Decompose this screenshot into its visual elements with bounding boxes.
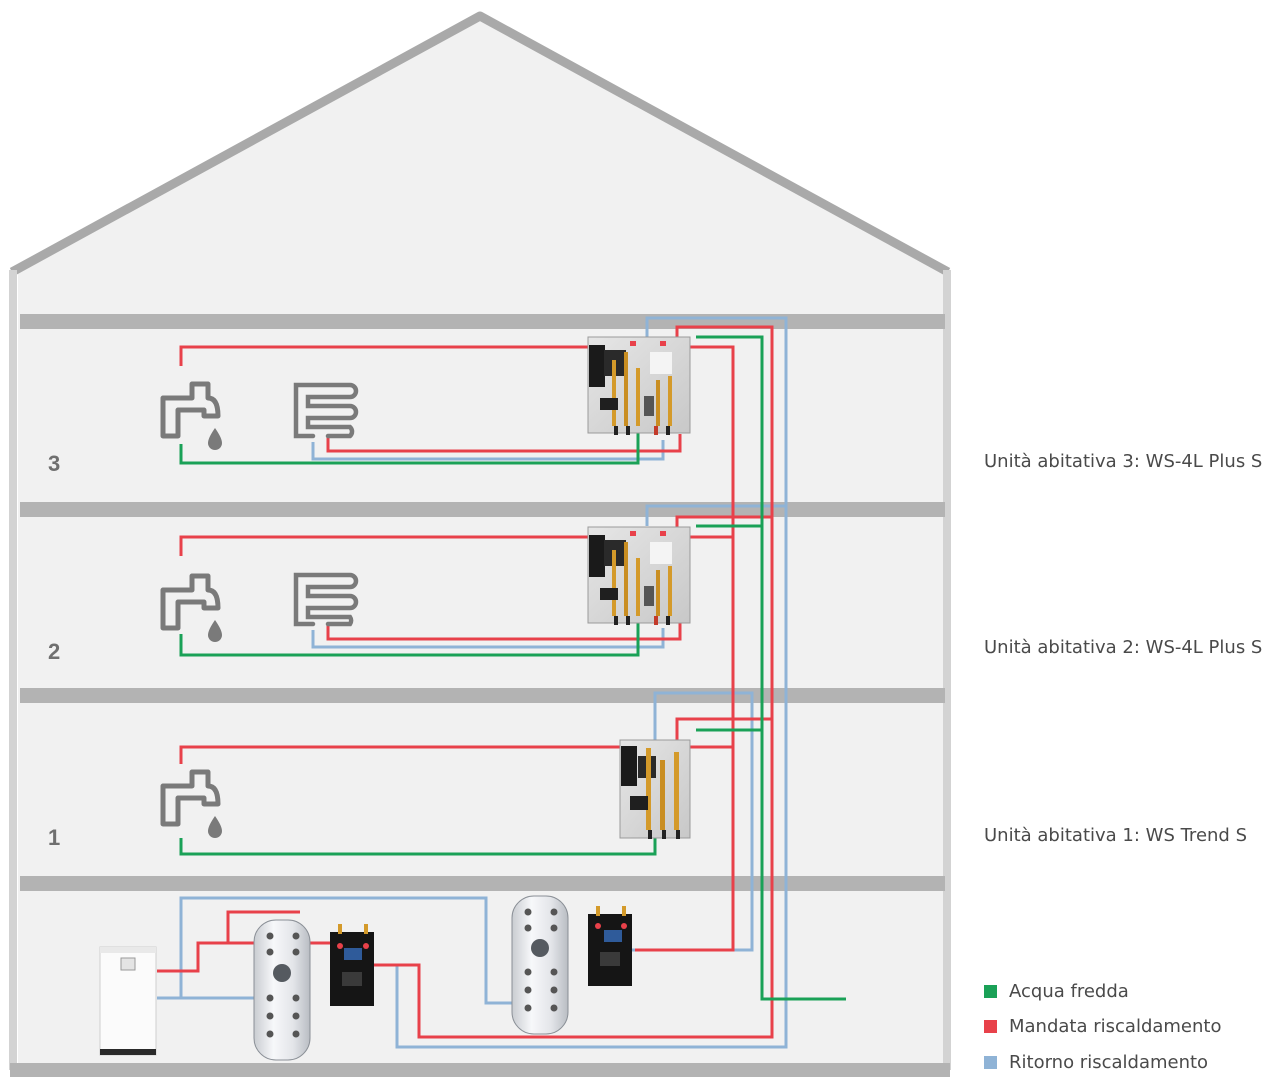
tap-with-drop-icon: [160, 573, 222, 642]
legend-label: Acqua fredda: [1009, 981, 1129, 1002]
unit-label-1: Unità abitativa 1: WS Trend S: [984, 825, 1247, 846]
unit-label-2: Unità abitativa 2: WS-4L Plus S: [984, 637, 1263, 658]
floor-number-2: 2: [48, 639, 60, 664]
house-outline: [9, 11, 951, 1077]
legend-item-heating-return: Ritorno riscaldamento: [984, 1052, 1208, 1073]
buffer-tank-icon: [253, 919, 311, 1061]
heat-pump-icon: [99, 946, 157, 1056]
heating-supply-pipes: [157, 325, 774, 1039]
cold-water-pipes: [179, 335, 846, 1001]
apartment-station-icon: [587, 336, 691, 435]
legend-swatch-blue: [984, 1056, 997, 1069]
legend-swatch-red: [984, 1020, 997, 1033]
radiator-coil-icon: [293, 572, 359, 627]
legend-label: Mandata riscaldamento: [1009, 1016, 1222, 1037]
floor-number-1: 1: [48, 825, 60, 850]
floor-slab: [20, 502, 945, 517]
legend-item-heating-supply: Mandata riscaldamento: [984, 1016, 1221, 1037]
pump-group-icon: [588, 906, 632, 986]
legend-item-cold-water: Acqua fredda: [984, 981, 1129, 1002]
ground-slab: [10, 1063, 950, 1077]
buffer-tank-icon: [511, 895, 569, 1035]
tap-with-drop-icon: [160, 769, 222, 838]
floor-slab: [20, 876, 945, 891]
radiator-coil-icon: [293, 382, 359, 439]
unit-label-3: Unità abitativa 3: WS-4L Plus S: [984, 451, 1263, 472]
pump-group-icon: [330, 924, 374, 1006]
legend-swatch-green: [984, 985, 997, 998]
apartment-station-icon: [587, 526, 691, 625]
tap-with-drop-icon: [160, 381, 222, 450]
floor-slab: [20, 688, 945, 703]
apartment-station-icon: [619, 739, 691, 839]
floor-slab: [20, 314, 945, 329]
floor-number-3: 3: [48, 451, 60, 476]
legend-label: Ritorno riscaldamento: [1009, 1052, 1209, 1073]
